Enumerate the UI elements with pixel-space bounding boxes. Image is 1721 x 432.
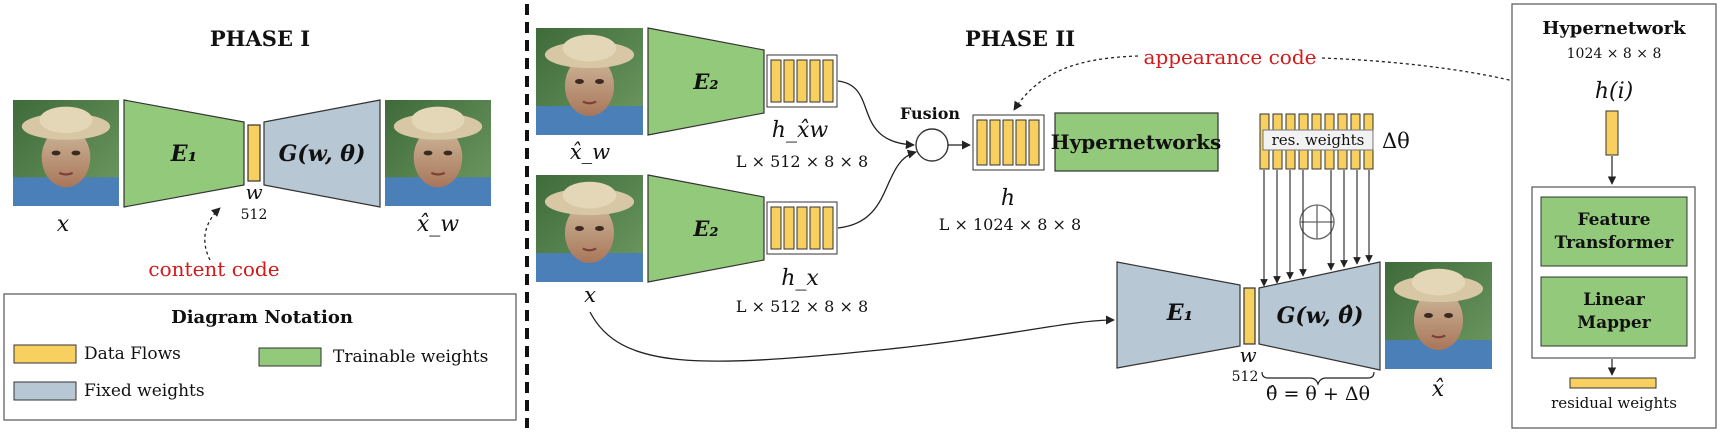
h-i-bar [1605, 110, 1619, 156]
h-xw-feature-stack [766, 54, 838, 108]
phase2-latent-w [1243, 287, 1256, 345]
phase1-generator-label: G(w, θ) [279, 141, 366, 167]
h-label: h [1001, 186, 1015, 211]
h-i-label: h(i) [1595, 79, 1633, 104]
h-xw-dims: L × 512 × 8 × 8 [736, 152, 868, 171]
res-weights-label: res. weights [1272, 131, 1365, 149]
theta-eq-label: θ̂ = θ + Δθ [1266, 383, 1370, 405]
phase1-output-image [385, 100, 491, 206]
residual-weights-bar [1569, 377, 1657, 389]
phase1-input-image [13, 100, 119, 206]
x-to-encoder1-arrow [589, 311, 1115, 362]
phase1-input-label: x [57, 212, 70, 237]
phase2-top-input-image [536, 28, 643, 135]
h-feature-stack [972, 114, 1045, 171]
phase2-encoder2-top-label: E₂ [692, 69, 718, 94]
fusion-label: Fusion [900, 104, 960, 123]
legend-label-data: Data Flows [84, 344, 181, 364]
h-x-dims: L × 512 × 8 × 8 [736, 297, 868, 316]
phase1-generator [263, 99, 381, 208]
phase1-encoder-label: E₁ [170, 141, 197, 167]
phase2-encoder2-top [647, 27, 765, 136]
feature-transformer-block [1540, 196, 1688, 267]
content-code-label: content code [148, 257, 279, 281]
phase2-top-input-label: x̂_w [570, 140, 610, 164]
legend-swatch-data [13, 344, 77, 364]
h-dims: L × 1024 × 8 × 8 [939, 215, 1081, 234]
phase1-latent-dim: 512 [241, 207, 268, 223]
phase2-output-image [1385, 262, 1492, 369]
linear-mapper-block [1540, 276, 1688, 347]
phase1-title: PHASE I [210, 26, 310, 51]
phase2-encoder2-bottom [647, 174, 765, 283]
fusion-node [915, 128, 949, 162]
phase2-encoder1 [1116, 261, 1241, 369]
linear-mapper-label: Linear Mapper [1577, 289, 1651, 333]
phase2-output-label: x̂ [1432, 377, 1445, 402]
hypernetworks-block [1054, 112, 1219, 172]
fusion-arrow-top [837, 80, 915, 150]
h-x-label: h_x [781, 266, 819, 291]
phase2-title: PHASE II [965, 26, 1075, 51]
content-code-arrow [204, 207, 221, 261]
phase2-encoder1-label: E₁ [1166, 300, 1193, 326]
res-weights-arrows [1260, 170, 1373, 287]
hypernetworks-label: Hypernetworks [1051, 130, 1221, 154]
appearance-code-arrow-right [1321, 57, 1601, 119]
legend-label-trainable: Trainable weights [333, 347, 488, 367]
phase2-bottom-input-image [536, 175, 643, 282]
appearance-code-arrow-left [1013, 55, 1139, 111]
legend-label-fixed: Fixed weights [84, 381, 205, 401]
phase1-latent-w [247, 124, 261, 182]
phase1-output-label: x̂_w [417, 212, 459, 237]
delta-theta-label: Δθ [1382, 129, 1410, 153]
phase2-bottom-input-label: x [584, 283, 596, 307]
phase2-generator [1258, 261, 1381, 371]
phase2-latent-dim: 512 [1232, 369, 1259, 385]
phase2-latent-label: w [1239, 343, 1256, 367]
phase2-generator-label: G(w, θ̂) [1277, 303, 1364, 329]
theta-brace [1261, 371, 1375, 386]
phase1-encoder [123, 99, 245, 208]
legend-title: Diagram Notation [171, 307, 353, 328]
fusion-arrow-bottom [837, 149, 917, 229]
phase2-encoder2-bottom-label: E₂ [692, 216, 718, 241]
legend-swatch-fixed [13, 381, 77, 401]
feature-transformer-label: Feature Transformer [1554, 209, 1674, 253]
res-weights-tag [1262, 129, 1374, 151]
appearance-code-label: appearance code [1144, 45, 1317, 69]
hypernetwork-panel-title: Hypernetwork [1542, 18, 1686, 39]
h-xw-label: h_x̂w [772, 118, 829, 143]
h-x-feature-stack [766, 201, 838, 255]
legend-swatch-trainable [258, 347, 322, 367]
hypernetwork-panel-dims: 1024 × 8 × 8 [1567, 46, 1662, 62]
residual-weights-label: residual weights [1551, 394, 1677, 412]
phase1-latent-label: w [245, 180, 262, 204]
